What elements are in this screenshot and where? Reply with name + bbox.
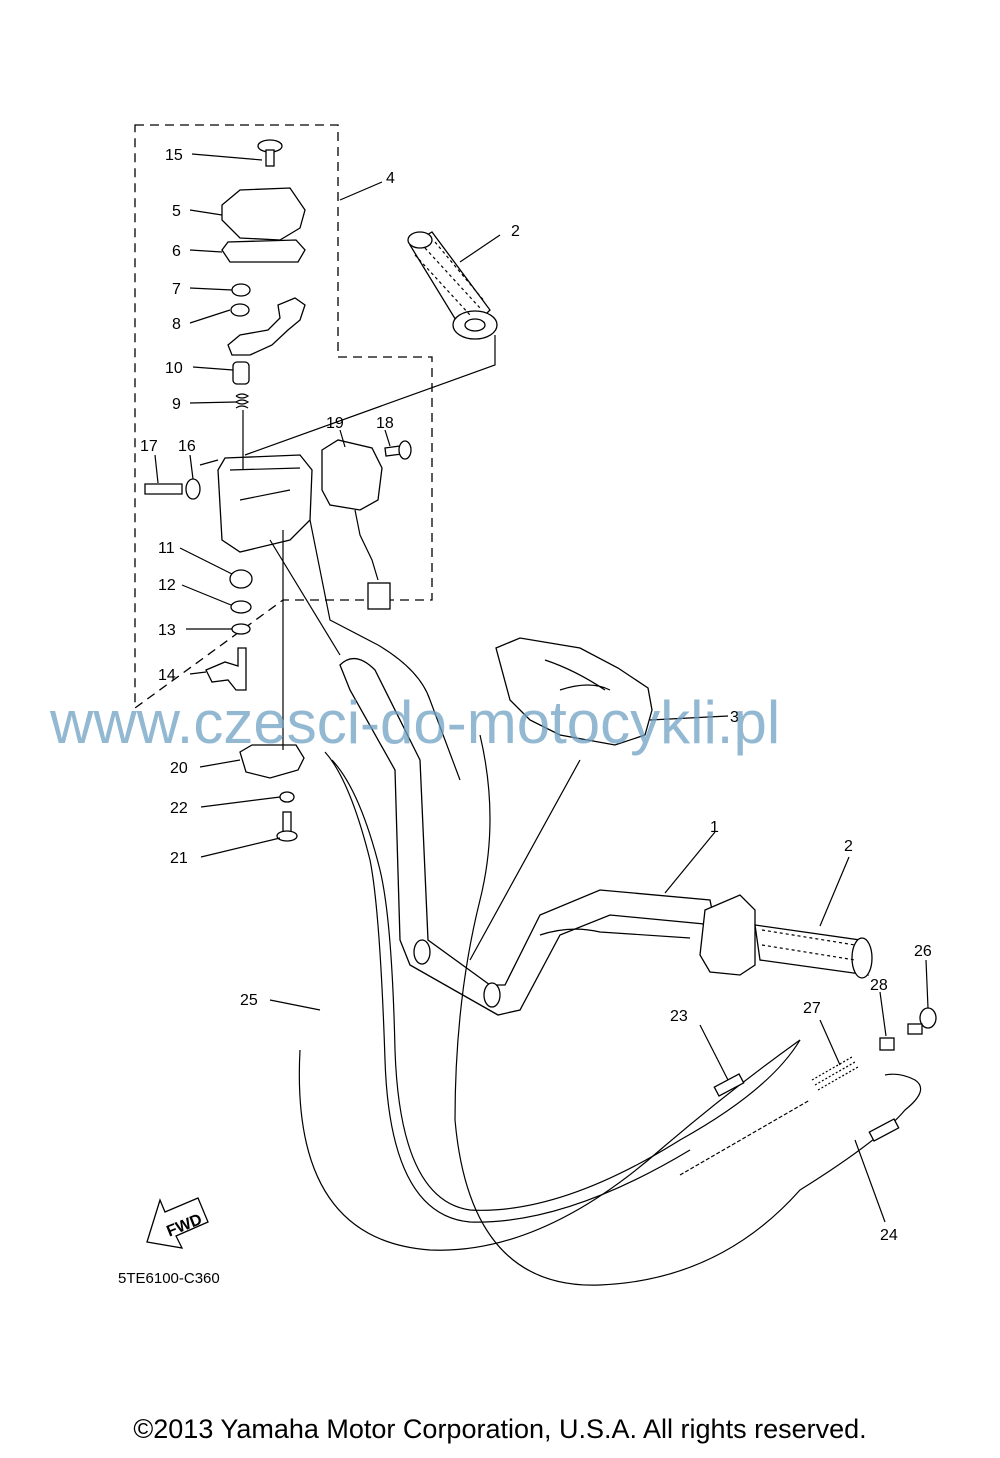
part-13-washer bbox=[231, 623, 251, 635]
part-5-cover bbox=[221, 187, 306, 241]
label-8: 8 bbox=[172, 316, 181, 333]
part-3-cover bbox=[495, 637, 653, 746]
label-2-lower: 2 bbox=[844, 838, 853, 855]
part-24-sleeve bbox=[868, 1118, 900, 1142]
part-23-sleeve bbox=[713, 1073, 745, 1097]
drawing-code: 5TE6100-C360 bbox=[118, 1270, 220, 1287]
part-2-grip-lower bbox=[699, 894, 873, 979]
part-14-pin bbox=[205, 647, 247, 691]
leader-lines bbox=[154, 153, 929, 1223]
part-23-cable bbox=[298, 1039, 801, 1251]
part-28-fitting bbox=[879, 1037, 895, 1051]
fwd-arrow-icon: FWD bbox=[146, 1197, 209, 1249]
part-24-cable bbox=[454, 734, 922, 1286]
label-6: 6 bbox=[172, 243, 181, 260]
label-11: 11 bbox=[158, 540, 175, 557]
label-7: 7 bbox=[172, 281, 181, 298]
part-17-bolt bbox=[144, 483, 183, 495]
part-7-nut bbox=[231, 283, 251, 297]
label-21: 21 bbox=[170, 850, 188, 867]
label-26: 26 bbox=[914, 943, 932, 960]
part-19-switch bbox=[321, 439, 383, 511]
part-25-cable bbox=[331, 759, 801, 1211]
label-3: 3 bbox=[730, 709, 739, 726]
copyright-text: ©2013 Yamaha Motor Corporation, U.S.A. A… bbox=[133, 1414, 867, 1444]
throttle-cable-end bbox=[539, 928, 691, 939]
label-22: 22 bbox=[170, 800, 188, 817]
label-25: 25 bbox=[240, 992, 258, 1009]
part-housing bbox=[217, 454, 313, 553]
label-14: 14 bbox=[158, 667, 176, 684]
label-27: 27 bbox=[803, 1000, 821, 1017]
label-24: 24 bbox=[880, 1227, 898, 1244]
label-10: 10 bbox=[165, 360, 183, 377]
watermark-text: www.czesci-do-motocykli.pl bbox=[50, 689, 781, 756]
label-16: 16 bbox=[178, 438, 196, 455]
part-27-spring bbox=[811, 1056, 859, 1091]
label-17: 17 bbox=[140, 438, 158, 455]
part-22-washer bbox=[279, 791, 295, 803]
label-12: 12 bbox=[158, 577, 176, 594]
part-1-handlebar bbox=[339, 658, 716, 1016]
part-20-clamp bbox=[239, 744, 305, 779]
part-6-gasket bbox=[221, 239, 306, 263]
assembly-boundary bbox=[134, 124, 433, 710]
label-1: 1 bbox=[710, 819, 719, 836]
label-13: 13 bbox=[158, 622, 176, 639]
label-23: 23 bbox=[670, 1008, 688, 1025]
switch-cable bbox=[377, 644, 461, 781]
part-15-screw bbox=[257, 139, 283, 167]
part-26-fitting bbox=[907, 1007, 937, 1035]
label-20: 20 bbox=[170, 760, 188, 777]
part-21-bolt bbox=[276, 811, 298, 842]
part-16-nut bbox=[185, 478, 201, 500]
part-19-wire bbox=[354, 509, 379, 581]
part-2-grip-upper bbox=[407, 231, 498, 340]
label-4: 4 bbox=[386, 170, 395, 187]
part-10-bushing bbox=[232, 361, 250, 385]
part-8-lever bbox=[227, 297, 306, 356]
part-12-washer bbox=[230, 600, 252, 614]
label-15: 15 bbox=[165, 147, 183, 164]
part-9-spring bbox=[235, 393, 250, 409]
label-18: 18 bbox=[376, 415, 394, 432]
label-9: 9 bbox=[172, 396, 181, 413]
part-11-bushing bbox=[229, 569, 253, 589]
label-19: 19 bbox=[326, 415, 344, 432]
part-19-connector bbox=[367, 582, 391, 610]
label-28: 28 bbox=[870, 977, 888, 994]
label-2: 2 bbox=[511, 223, 520, 240]
label-5: 5 bbox=[172, 203, 181, 220]
